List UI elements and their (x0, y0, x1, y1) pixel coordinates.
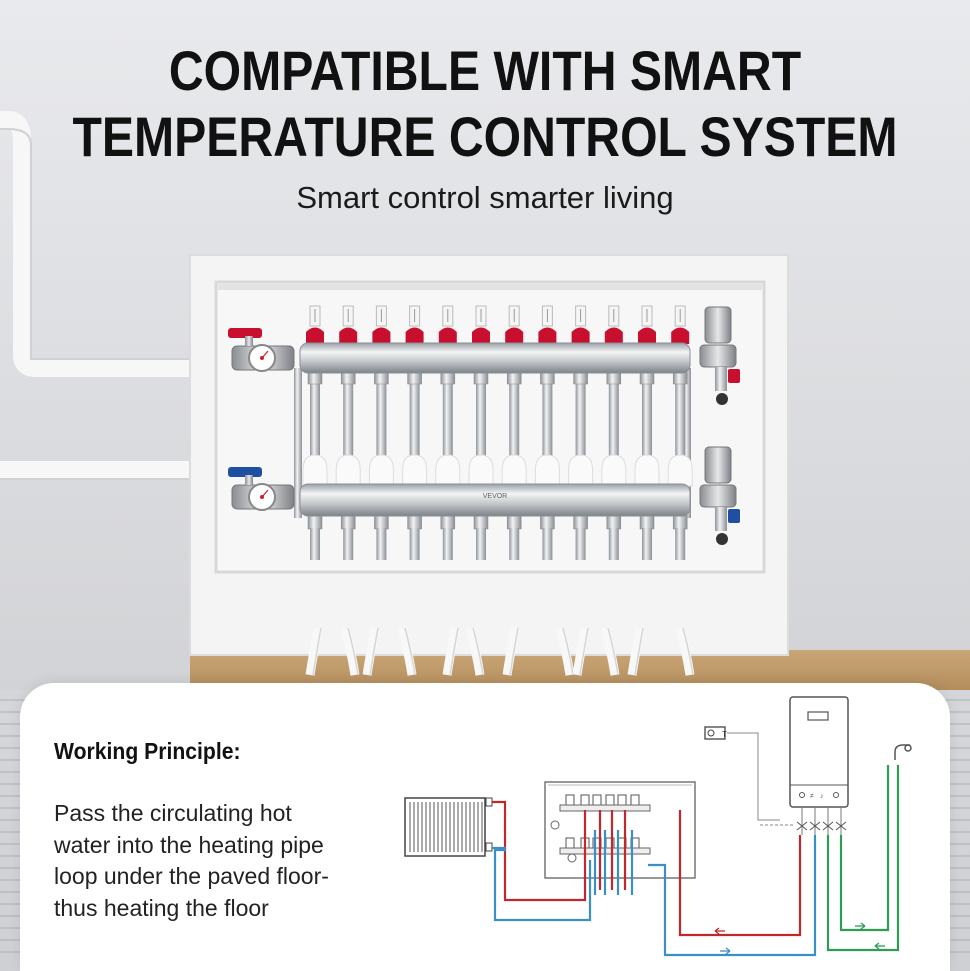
schematic-valve (580, 794, 590, 806)
actuator-cap (601, 454, 627, 487)
schematic-valve (617, 794, 627, 806)
loop-tube (310, 380, 320, 460)
flow-meter-cap (638, 327, 656, 344)
flow-meter-cap (438, 327, 457, 344)
thermostat-label: T (722, 730, 727, 739)
loop-tube (376, 380, 387, 460)
pex-tube (572, 627, 590, 676)
schematic-valve (630, 794, 640, 806)
pex-tube (465, 626, 485, 676)
drain-valve (728, 369, 740, 383)
wall-pipes (0, 111, 209, 479)
domestic-water-lines (826, 765, 900, 952)
loop-tube (409, 380, 420, 460)
title-line-1: COMPATIBLE WITH SMART (168, 39, 802, 102)
pex-tube (340, 626, 360, 676)
brand-label: VEVOR (483, 493, 508, 500)
loop-tube (509, 380, 520, 460)
flow-arrows (714, 922, 885, 955)
drain-cap (716, 533, 728, 545)
pex-tube (600, 626, 620, 676)
air-vent (704, 306, 732, 344)
supply-bar (299, 342, 691, 374)
flow-meter-cap (538, 327, 557, 344)
working-principle-text: Pass the circulating hot water into the … (54, 798, 414, 924)
radiator-icon (404, 797, 493, 857)
schematic-valve (592, 794, 602, 806)
actuator-cap (468, 454, 494, 487)
actuator-cap (501, 454, 527, 487)
title-line-2: TEMPERATURE CONTROL SYSTEM (72, 105, 898, 168)
valve-handle (228, 328, 262, 338)
flow-meter-cap (505, 327, 524, 344)
working-principle-line: water into the heating pipe (54, 831, 324, 858)
pex-tubes (305, 626, 695, 676)
air-vent (704, 446, 732, 484)
working-principle-title: Working Principle: (54, 738, 241, 764)
actuator-cap (534, 454, 560, 487)
hot-water-lines (492, 800, 802, 937)
pex-tube (397, 626, 417, 676)
flow-meter-cap (571, 327, 590, 344)
return-bar (299, 483, 691, 517)
flow-meter-cap (405, 327, 424, 344)
valve-handle (228, 467, 262, 477)
loop-tube (476, 380, 486, 460)
loop-tube (608, 380, 619, 460)
svg-text:♪: ♪ (820, 793, 824, 800)
actuator-cap (302, 454, 328, 487)
schematic-valve (565, 794, 575, 806)
pex-tube (555, 626, 575, 676)
schematic-manifold-box (544, 781, 696, 879)
return-water-lines (492, 830, 817, 957)
working-principle-line: thus heating the floor (54, 894, 269, 921)
pex-tube (627, 627, 645, 676)
flow-meter-cap (472, 327, 490, 344)
flow-meter-cap (339, 327, 358, 344)
loop-tube (675, 380, 686, 460)
pex-tube (675, 626, 695, 676)
drain-cap (716, 393, 728, 405)
loop-tube (442, 380, 453, 460)
tap-icon (894, 744, 912, 760)
working-principle-line: Pass the circulating hot (54, 800, 292, 826)
flow-meter-cap (372, 327, 391, 344)
thermostat-icon: T (704, 726, 727, 740)
boiler-icon: ≠ ♪ (789, 696, 849, 835)
actuator-cap (435, 454, 461, 487)
working-principle-line: loop under the paved floor- (54, 863, 329, 889)
flow-meter-cap (671, 327, 690, 344)
loop-tube (642, 380, 652, 460)
loop-tube (542, 380, 553, 460)
actuator-cap (368, 454, 394, 487)
loop-tube (343, 380, 354, 460)
pex-tube (362, 627, 380, 676)
pex-tube (502, 627, 520, 676)
actuator-cap (402, 454, 428, 487)
pex-tube (305, 627, 323, 676)
manifold: VEVOR (228, 305, 740, 560)
page-title: COMPATIBLE WITH SMART TEMPERATURE CONTRO… (68, 38, 902, 170)
actuator-cap (335, 454, 361, 487)
schematic-valve (605, 794, 615, 806)
actuator-cap (568, 454, 594, 487)
actuator-cap (634, 454, 660, 487)
flow-meter-cap (306, 327, 324, 344)
loop-tube (575, 380, 586, 460)
actuator-cap (667, 454, 693, 487)
pex-tube (442, 627, 460, 676)
svg-text:≠: ≠ (810, 793, 814, 800)
page-subtitle: Smart control smarter living (296, 180, 674, 215)
drain-valve (728, 509, 740, 523)
flow-meter-cap (604, 327, 623, 344)
